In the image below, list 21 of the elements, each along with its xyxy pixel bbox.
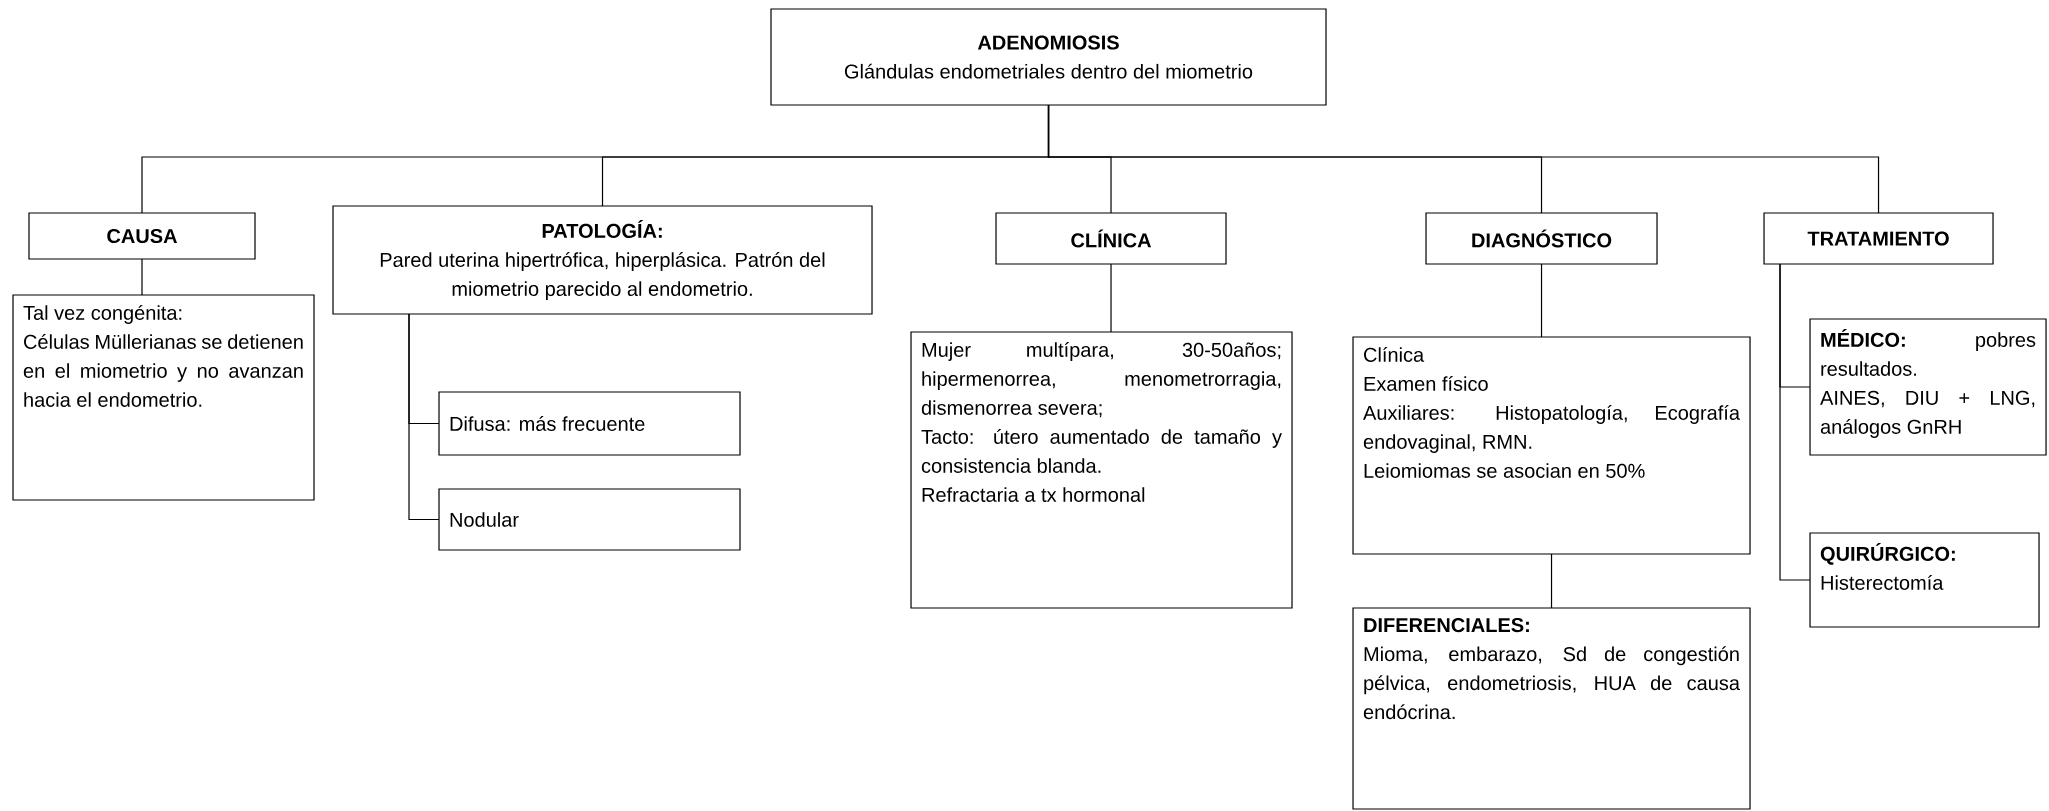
connector-line — [141, 258, 143, 296]
title-box: ADENOMIOSIS Glándulas endometriales dentro del miometrio — [770, 8, 1327, 106]
heading-box: CLÍNICA — [995, 212, 1227, 265]
text-box: Tal vez congénita: Células Müllerianas se detienen en el miometrio y no avanzan hacia el endometrio. — [12, 294, 315, 501]
text-box: Mujer multípara, 30-50años; hipermenorrea, menometrorragia, dismenorrea severa; Tacto: útero aumentado de tamaño y consistencia blanda. Refractaria a tx hormonal — [910, 331, 1293, 609]
text-box: QUIRÚRGICO: Histerectomía — [1809, 532, 2040, 628]
connector-line — [1779, 263, 1811, 581]
text-box: DIFERENCIALES: Mioma, embarazo, Sd de congestión pélvica, endometriosis, HUA de causa endócrina. — [1352, 607, 1751, 810]
connector-line — [408, 313, 440, 521]
connector-line — [1540, 263, 1543, 338]
connector-line — [1047, 104, 1880, 214]
text-box: Nodular — [438, 488, 741, 551]
heading-box: TRATAMIENTO — [1763, 212, 1994, 265]
heading-box: PATOLOGÍA: Pared uterina hipertrófica, hiperplásica. Patrón del miometrio parecido al endometrio. — [332, 205, 873, 315]
heading-box: DIAGNÓSTICO — [1425, 212, 1658, 265]
heading-box: CAUSA — [28, 212, 256, 260]
connector-line — [1550, 553, 1553, 609]
text-box: Difusa: más frecuente — [438, 391, 741, 456]
connector-line — [1110, 263, 1112, 333]
text-box: Clínica Examen físico Auxiliares: Histopatología, Ecografía endovaginal, RMN. Leiomiomas se asocian en 50% — [1352, 336, 1751, 555]
text-box: MÉDICO: pobres resultados. AINES, DIU + LNG, análogos GnRH — [1809, 318, 2047, 456]
